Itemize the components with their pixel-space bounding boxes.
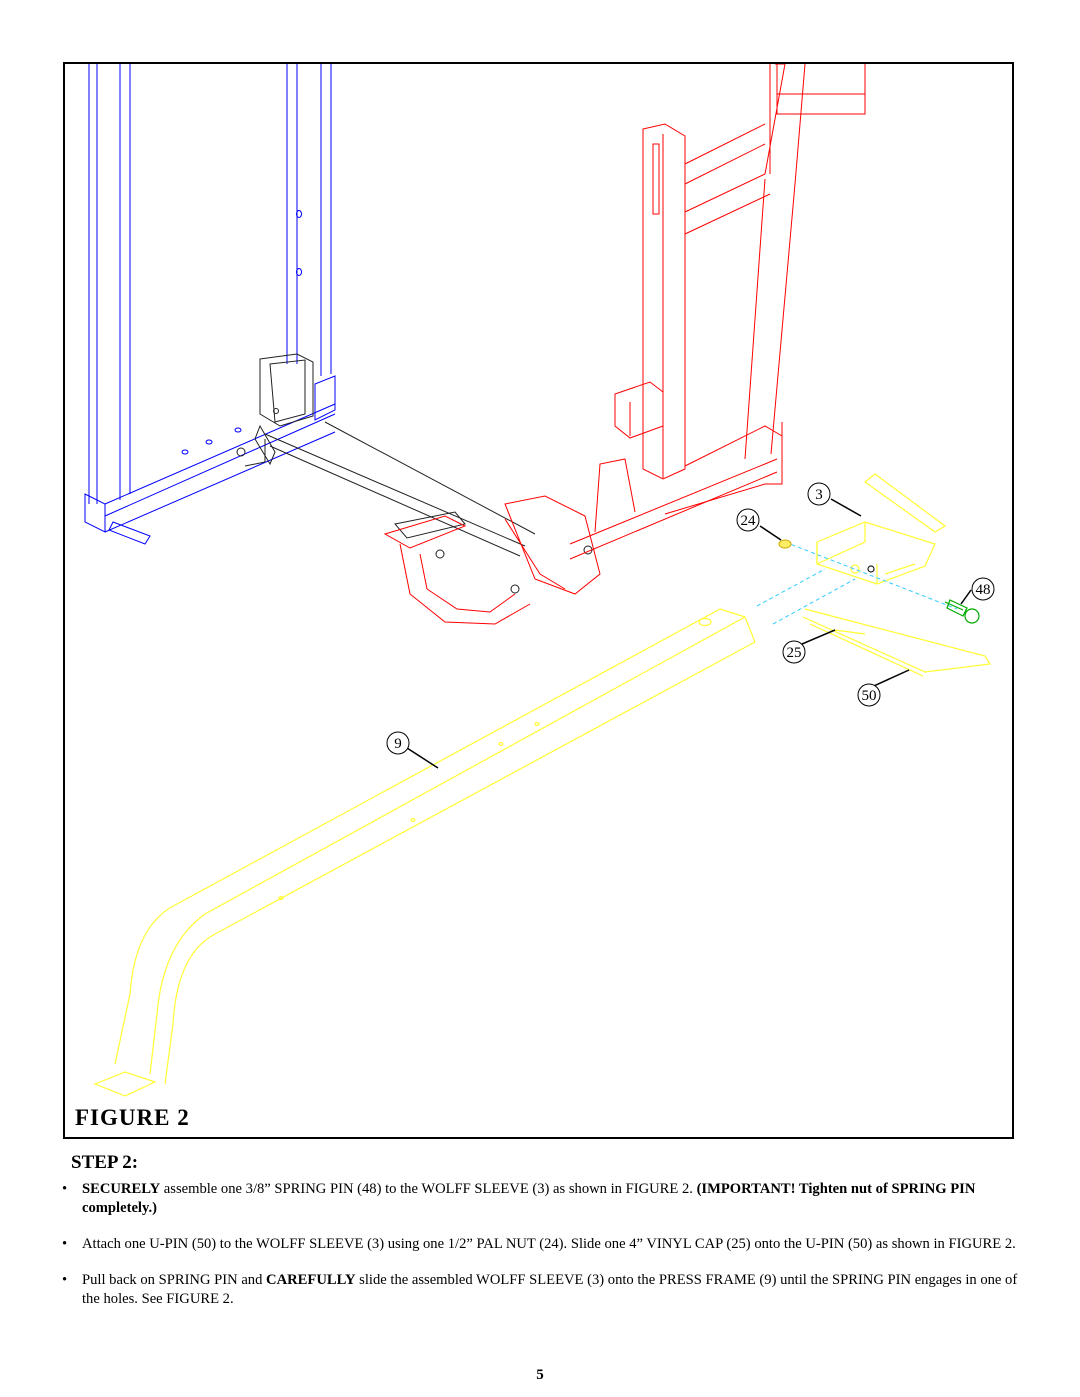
callout-24: 24: [736, 508, 782, 541]
assembly-guide-lines: [756, 541, 958, 625]
instruction-list: • SECURELY assemble one 3/8” SPRING PIN …: [60, 1180, 1020, 1326]
pal-nut: [778, 539, 792, 549]
instruction-item: • Attach one U-PIN (50) to the WOLFF SLE…: [60, 1235, 1020, 1254]
callout-48: 48: [960, 577, 995, 605]
red-main-frame: [383, 64, 866, 625]
instruction-warning: (IMPORTANT! Tighten nut of SPRING PIN co…: [82, 1181, 976, 1216]
exploded-assembly-drawing: 3 24 48 25 50 9: [84, 64, 995, 1097]
bullet-glyph: •: [62, 1236, 68, 1252]
callout-50: 50: [857, 669, 910, 707]
figure-title: FIGURE 2: [75, 1105, 190, 1130]
figure-2-frame: 3 24 48 25 50 9 FIGURE 2: [63, 62, 1014, 1139]
callout-3: 3: [807, 482, 862, 517]
instruction-emphasis: CAREFULLY: [266, 1272, 356, 1288]
page-number: 5: [536, 1367, 544, 1383]
bullet-glyph: •: [62, 1272, 68, 1288]
instruction-text: assemble one 3/8” SPRING PIN (48) to the…: [160, 1181, 697, 1197]
callout-3-label: 3: [815, 487, 823, 503]
instruction-item: • Pull back on SPRING PIN and CAREFULLY …: [60, 1271, 1020, 1309]
callout-24-label: 24: [741, 513, 757, 529]
callout-48-label: 48: [976, 582, 991, 598]
base-crossmember: [236, 353, 593, 594]
callout-50-label: 50: [862, 688, 877, 704]
bullet-glyph: •: [62, 1181, 68, 1197]
callout-25-label: 25: [787, 645, 802, 661]
instruction-text: Attach one U-PIN (50) to the WOLFF SLEEV…: [82, 1236, 1016, 1252]
spring-pin: [944, 599, 980, 624]
instruction-emphasis: SECURELY: [82, 1181, 161, 1197]
instruction-text: slide the assembled WOLFF SLEEVE (3) ont…: [82, 1272, 1018, 1307]
callout-25: 25: [782, 629, 836, 664]
press-frame-yellow: [93, 473, 992, 1097]
blue-upright: [84, 64, 336, 545]
callout-9: 9: [386, 731, 439, 769]
instruction-text: Pull back on SPRING PIN and: [82, 1272, 267, 1288]
callout-9-label: 9: [394, 736, 402, 752]
wolff-sleeve: [816, 521, 936, 585]
step-heading: STEP 2:: [71, 1152, 139, 1173]
instruction-item: • SECURELY assemble one 3/8” SPRING PIN …: [60, 1180, 1020, 1218]
